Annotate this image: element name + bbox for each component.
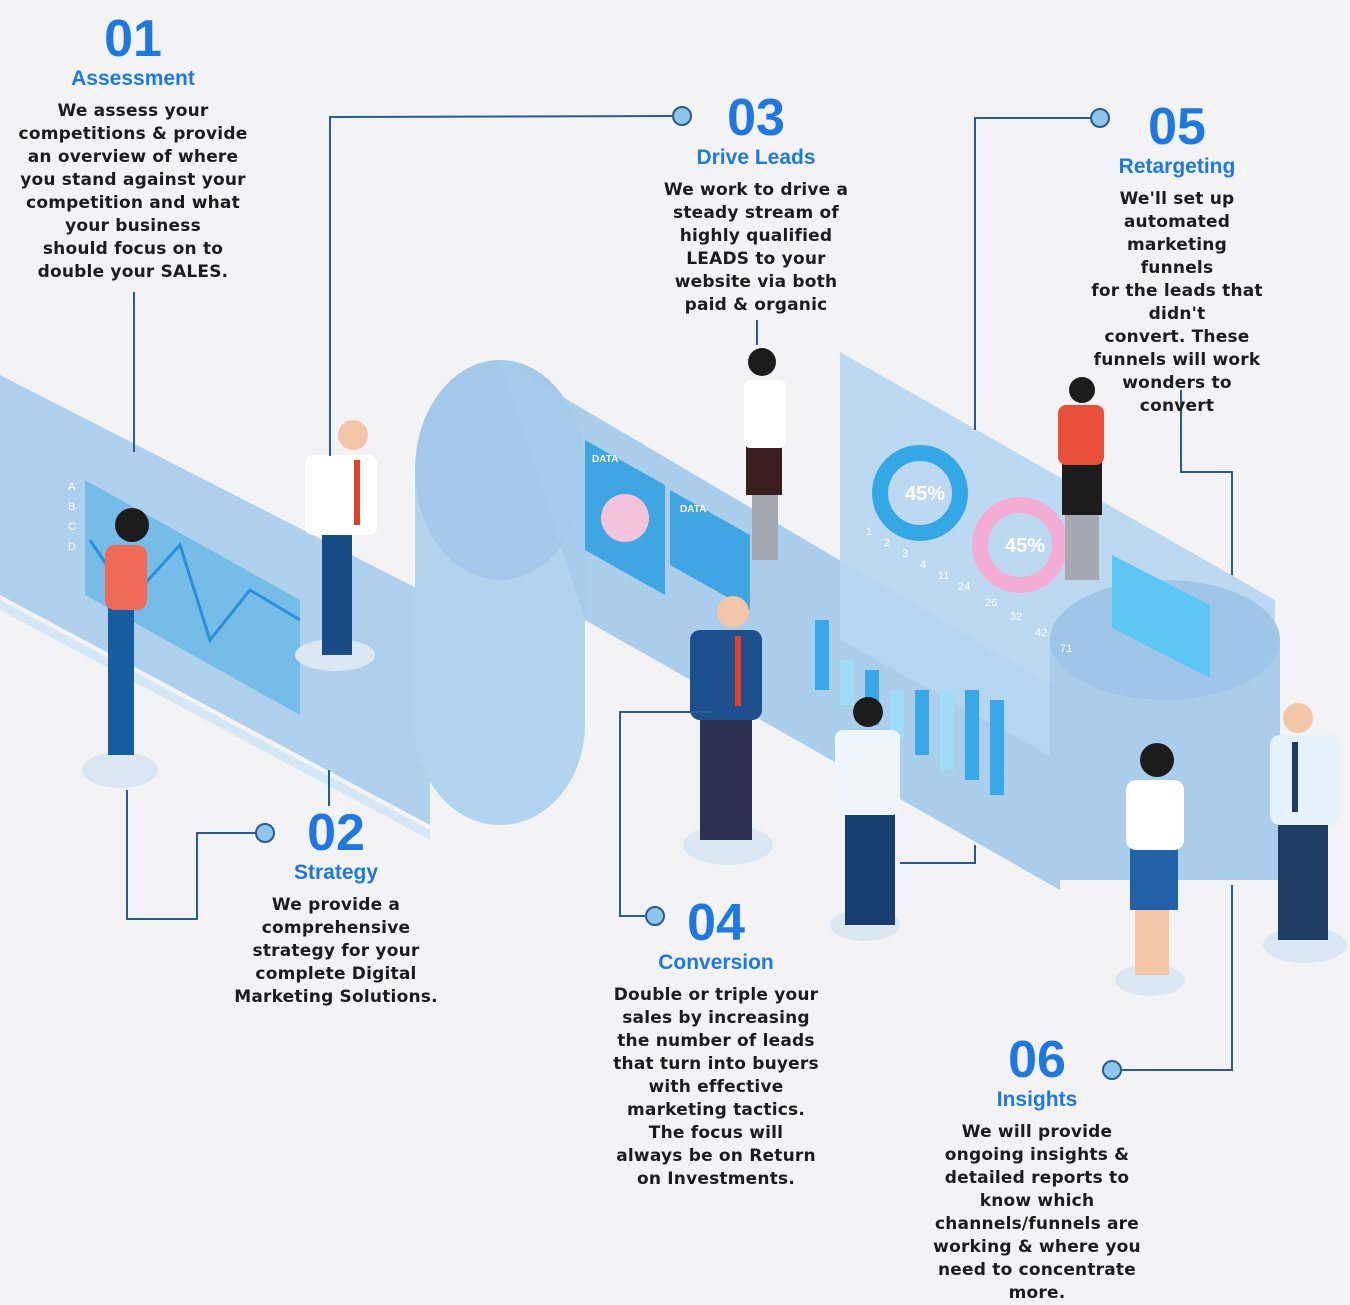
step-description: We'll set up automated marketing funnels… xyxy=(1091,189,1263,416)
person-man-beard xyxy=(1263,703,1347,963)
axis-label: 32 xyxy=(1010,611,1022,623)
panel-label: DATA xyxy=(592,454,618,465)
connector-dots xyxy=(255,106,1122,1080)
axis-label: 3 xyxy=(902,548,908,560)
step-description: We work to drive a steady stream of high… xyxy=(663,180,849,315)
step-assessment: 01 Assessment We assess your competition… xyxy=(18,10,248,284)
donut-label: 45% xyxy=(905,483,945,505)
step-conversion: 04 Conversion Double or triple your sale… xyxy=(613,894,819,1191)
person-man-red-tie xyxy=(295,420,377,671)
people xyxy=(82,348,1347,996)
bar-chart xyxy=(815,620,1004,795)
step-retargeting: 05 Retargeting We'll set up automated ma… xyxy=(1091,98,1264,418)
step-strategy: 02 Strategy We provide a comprehensive s… xyxy=(234,804,438,1009)
axis-label: 11 xyxy=(938,570,949,582)
step-insights: 06 Insights We will provide ongoing insi… xyxy=(933,1031,1141,1305)
person-woman-center xyxy=(744,348,786,560)
step-title: Strategy xyxy=(293,861,379,884)
step-title: Conversion xyxy=(658,951,774,974)
step-title: Retargeting xyxy=(1118,155,1236,178)
panel-label: DATA xyxy=(680,504,706,515)
axis-label: A xyxy=(68,481,76,493)
step-description: We provide a comprehensive strategy for … xyxy=(234,895,438,1007)
axis-label: 1 xyxy=(866,526,872,538)
person-man-blue-suit xyxy=(683,596,773,865)
step-number: 04 xyxy=(687,894,745,952)
axis-label: 4 xyxy=(920,559,926,571)
step-description: We will provide ongoing insights & detai… xyxy=(933,1122,1141,1303)
connector-lines xyxy=(126,115,1233,1071)
step-description: We assess your competitions & provide an… xyxy=(18,101,248,282)
step-number: 06 xyxy=(1008,1031,1066,1089)
donut-label: 45% xyxy=(1005,535,1045,557)
step-title: Insights xyxy=(996,1088,1078,1111)
step-number: 01 xyxy=(104,10,162,68)
step-number: 02 xyxy=(307,804,365,862)
step-description: Double or triple your sales by increasin… xyxy=(613,985,819,1189)
axis-label: 42 xyxy=(1035,627,1047,639)
axis-label: 2 xyxy=(884,537,890,549)
donut-chart: 45% 45% xyxy=(872,445,1068,593)
axis-label: B xyxy=(68,501,75,513)
axis-label: 71 xyxy=(1060,643,1072,655)
axis-label: D xyxy=(68,541,76,553)
step-number: 05 xyxy=(1148,98,1206,156)
axis-label: C xyxy=(68,521,76,533)
step-title: Drive Leads xyxy=(696,146,816,169)
person-man-white-shirt xyxy=(830,697,900,941)
person-woman-phone xyxy=(1058,377,1104,580)
person-woman-red xyxy=(82,508,158,788)
step-number: 03 xyxy=(727,89,785,147)
step-drive-leads: 03 Drive Leads We work to drive a steady… xyxy=(663,89,849,317)
step-title: Assessment xyxy=(71,67,195,90)
axis-label: 26 xyxy=(985,597,997,609)
person-woman-skirt xyxy=(1115,743,1185,996)
axis-label: 24 xyxy=(958,581,970,593)
